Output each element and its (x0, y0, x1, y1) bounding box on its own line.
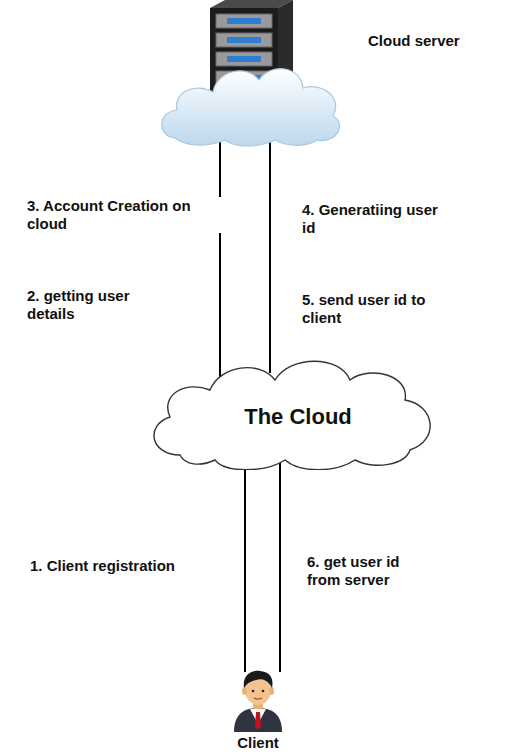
client-node: Client (218, 668, 298, 754)
cloud-title: The Cloud (244, 404, 352, 430)
step-label: 5. send user id to client (300, 291, 434, 327)
step-label: 3. Account Creation on cloud (25, 197, 229, 233)
connector-line (244, 464, 246, 672)
cloud-node: The Cloud (140, 355, 440, 470)
server-illustration (155, 0, 345, 148)
server-node: Cloud server (155, 0, 500, 145)
step-label: 1. Client registration (28, 557, 177, 575)
client-icon (228, 668, 288, 732)
connector-line (279, 462, 281, 672)
connector-line (269, 137, 271, 373)
step-label: 6. get user id from server (305, 553, 439, 589)
step-label: 4. Generatiing user id (300, 201, 444, 237)
step-label: 2. getting user details (25, 287, 179, 323)
node-label: Client (237, 734, 279, 752)
node-label: Cloud server (368, 32, 460, 50)
connector-line (219, 137, 221, 377)
